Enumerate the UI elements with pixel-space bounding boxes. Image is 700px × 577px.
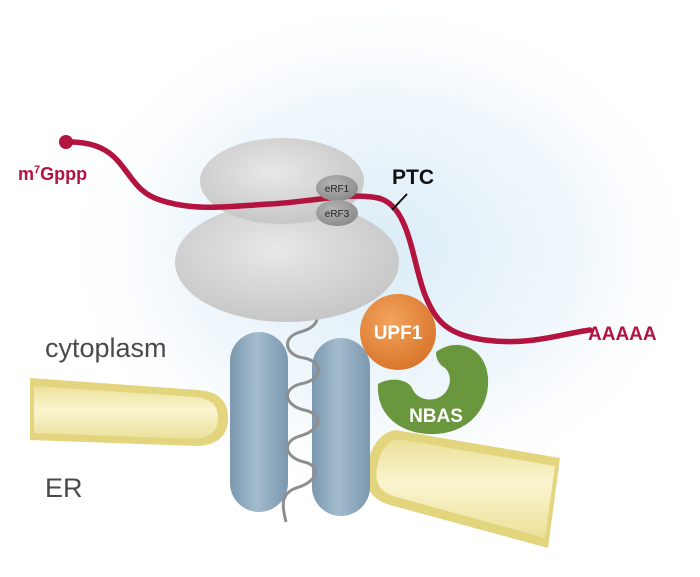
upf1-protein (360, 294, 436, 370)
cap-dot (59, 135, 73, 149)
translocon-right (312, 338, 370, 516)
poly-a-label: AAAAA (588, 324, 657, 345)
ptc-label: PTC (392, 166, 434, 189)
er-label: ER (45, 473, 83, 503)
erf3-label: eRF3 (325, 209, 350, 220)
ribosome-small-subunit (200, 138, 364, 224)
erf3-factor: eRF3 (316, 200, 358, 226)
ptc-pointer (391, 193, 408, 211)
nascent-peptide-coil (281, 298, 320, 523)
cytoplasm-label: cytoplasm (45, 333, 167, 363)
mrna-strand (63, 139, 593, 345)
er-membrane-right (366, 430, 560, 548)
nbas-label: NBAS (409, 406, 463, 427)
translocon-left (230, 332, 288, 512)
erf1-label: eRF1 (325, 184, 350, 195)
er-membrane-left (30, 378, 228, 446)
erf1-factor: eRF1 (316, 175, 358, 201)
five-prime-cap-label: m7Gppp (18, 164, 87, 184)
ribosome-large-subunit (175, 202, 399, 322)
nbas-protein (377, 344, 489, 435)
upf1-label: UPF1 (374, 323, 423, 344)
